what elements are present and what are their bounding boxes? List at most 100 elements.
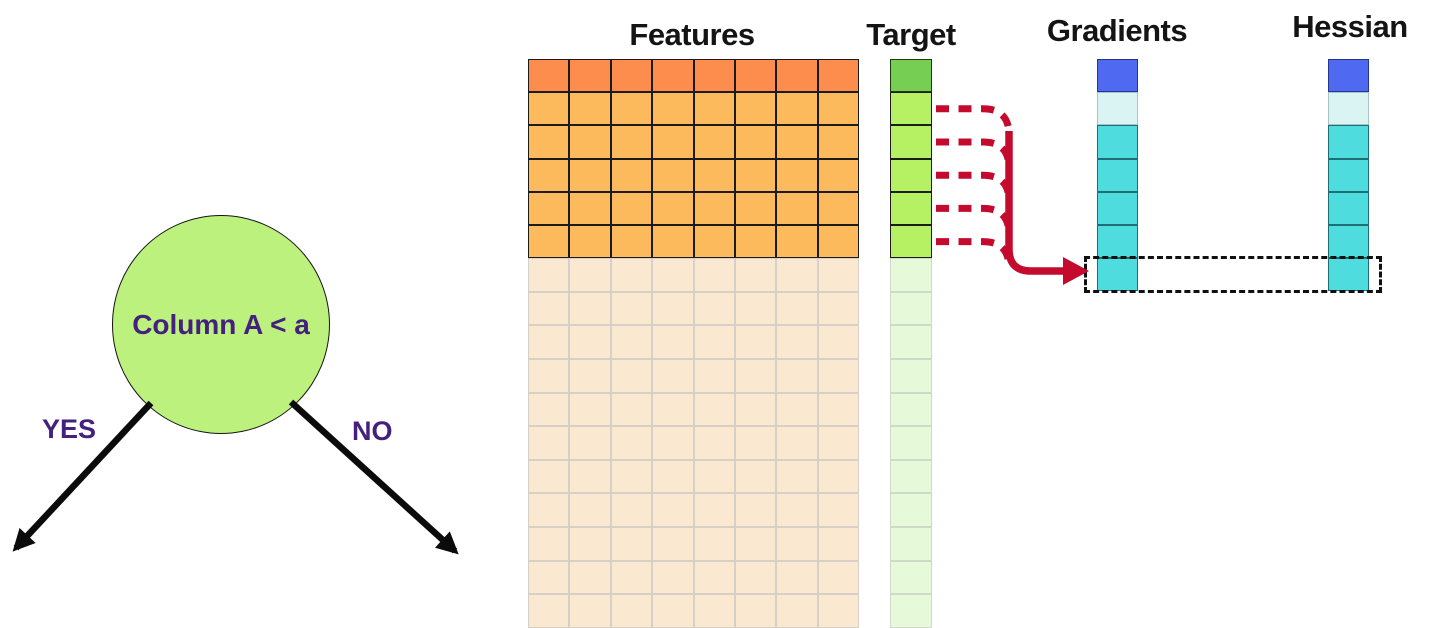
features-cell [610, 158, 653, 192]
red-connectors-group [936, 105, 1013, 268]
features-faded-cell [776, 258, 818, 292]
features-faded-cell [569, 392, 611, 427]
features-faded-cell [817, 459, 860, 494]
hessian-cell-cyan [1328, 158, 1369, 192]
features-faded-cell [569, 560, 611, 595]
hessian-cell-cyan [1328, 191, 1369, 225]
features-faded-cell [734, 594, 777, 628]
features-faded-cell [734, 392, 777, 427]
target-faded-cell [890, 258, 932, 292]
features-faded-cell [693, 459, 735, 494]
features-faded-cell [817, 258, 860, 292]
features-cell [693, 158, 735, 192]
features-faded-cell [652, 459, 694, 494]
gradients-cell-cyan [1097, 258, 1138, 292]
features-cell [776, 191, 818, 225]
features-faded-cell [693, 594, 735, 628]
features-cell [610, 92, 653, 126]
features-cell [610, 191, 653, 225]
gradients-cell-blue [1097, 59, 1138, 93]
target-faded-cell [890, 325, 932, 360]
target-row-6-connector [936, 238, 1013, 268]
features-faded-cell [528, 493, 570, 528]
target-faded-cell [890, 527, 932, 561]
features-cell [652, 125, 694, 159]
features-faded-cell [528, 291, 570, 326]
target-cell [890, 224, 932, 259]
features-cell [652, 224, 694, 259]
red-trunk-arrow [1005, 131, 1063, 275]
hessian-cell-pale [1328, 92, 1369, 126]
features-faded-cell [817, 594, 860, 628]
features-cell [652, 59, 694, 93]
features-faded-cell [734, 325, 777, 360]
features-cell [569, 59, 611, 93]
features-faded-cell [610, 325, 653, 360]
features-cell [817, 191, 860, 225]
hessian-title: Hessian [1292, 9, 1408, 44]
features-cell [734, 224, 777, 259]
features-cell [776, 125, 818, 159]
features-faded-cell [776, 325, 818, 360]
features-cell [693, 191, 735, 225]
features-faded-cell [652, 325, 694, 360]
gradients-cell-cyan [1097, 158, 1138, 192]
features-faded-cell [734, 527, 777, 561]
features-faded-cell [652, 392, 694, 427]
target-column-bright [890, 59, 932, 259]
features-faded-cell [528, 426, 570, 460]
features-faded-cell [610, 392, 653, 427]
features-faded-cell [817, 291, 860, 326]
features-cell [610, 125, 653, 159]
features-faded-cell [693, 560, 735, 595]
target-title: Target [866, 17, 956, 52]
features-faded-cell [569, 359, 611, 393]
no-branch-label: NO [352, 416, 393, 446]
features-faded-cell [734, 560, 777, 595]
features-faded-cell [569, 527, 611, 561]
target-faded-cell [890, 459, 932, 494]
target-row-2-connector [936, 105, 1013, 135]
target-faded-cell [890, 493, 932, 528]
target-faded-cell [890, 392, 932, 427]
target-row-5-connector [936, 204, 1013, 235]
target-faded-cell [890, 359, 932, 393]
features-cell [817, 59, 860, 93]
features-faded-cell [776, 560, 818, 595]
hessian-cell-blue [1328, 59, 1369, 93]
hessian-cell-cyan [1328, 224, 1369, 259]
target-faded-cell [890, 291, 932, 326]
features-faded-cell [693, 527, 735, 561]
features-faded-cell [569, 325, 611, 360]
target-cell [890, 191, 932, 225]
features-faded-cell [652, 594, 694, 628]
features-faded-cell [776, 459, 818, 494]
histogram-bin-highlight-box [1084, 256, 1382, 293]
target-cell [890, 158, 932, 192]
features-faded-cell [569, 459, 611, 494]
features-faded-cell [776, 426, 818, 460]
features-faded-cell [734, 493, 777, 528]
features-faded-cell [528, 527, 570, 561]
features-cell [776, 92, 818, 126]
features-faded-cell [610, 426, 653, 460]
features-faded-cell [652, 560, 694, 595]
features-faded-cell [652, 493, 694, 528]
features-faded-cell [528, 459, 570, 494]
features-faded-cell [610, 359, 653, 393]
features-faded-cell [776, 359, 818, 393]
gradients-title: Gradients [1046, 13, 1188, 48]
features-faded-cell [693, 258, 735, 292]
features-matrix-bright [528, 59, 860, 259]
features-faded-cell [652, 258, 694, 292]
features-faded-cell [569, 594, 611, 628]
gradients-column [1097, 59, 1138, 292]
features-cell [569, 224, 611, 259]
features-cell [528, 59, 570, 93]
features-cell [652, 92, 694, 126]
features-cell [817, 125, 860, 159]
features-cell [528, 224, 570, 259]
features-cell [528, 158, 570, 192]
target-faded-cell [890, 560, 932, 595]
